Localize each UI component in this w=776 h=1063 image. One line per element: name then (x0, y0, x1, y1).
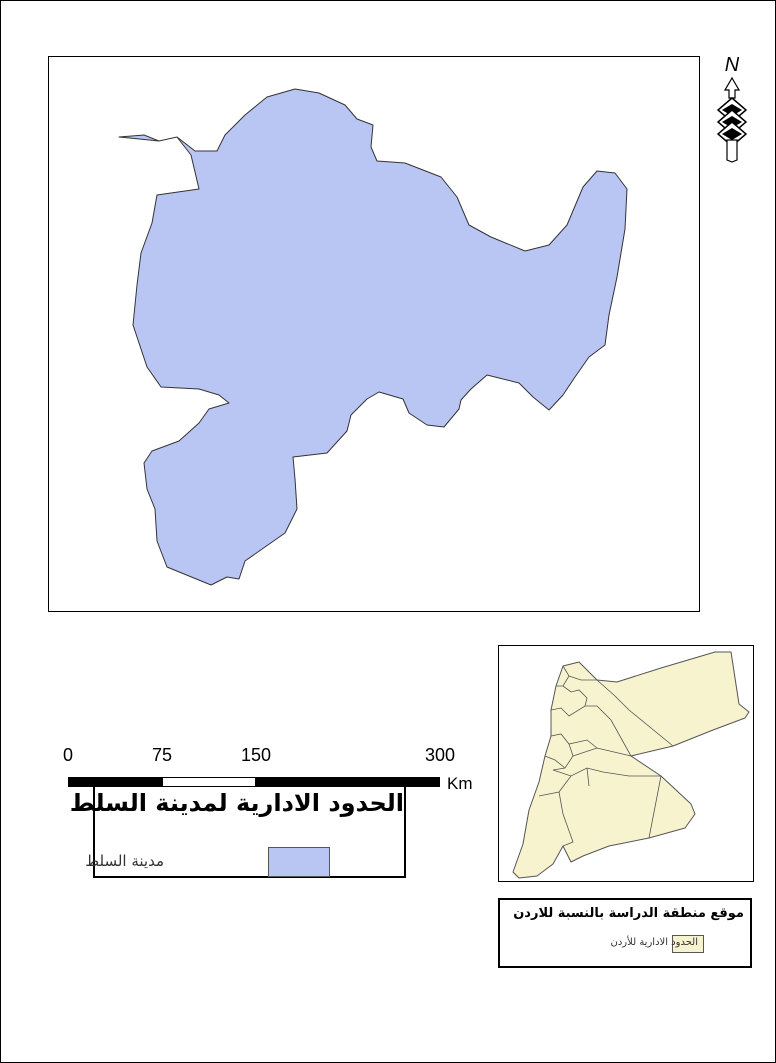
scale-segment-3 (256, 777, 440, 787)
inset-legend-swatch (672, 935, 704, 953)
scale-tick-0: 0 (62, 745, 74, 765)
jordan-outline-polygon[interactable] (512, 651, 750, 879)
governorate-boundaries (538, 665, 674, 847)
scale-tick-150: 150 (240, 745, 272, 765)
north-label: N (724, 54, 740, 76)
scale-segment-2 (162, 777, 256, 787)
north-arrow-icon (716, 76, 748, 163)
main-map-frame (48, 56, 700, 612)
salt-region-polygon[interactable] (118, 88, 628, 586)
inset-map-svg (512, 651, 750, 879)
inset-legend: موقع منطقة الدراسة بالنسبة للاردن الحدود… (498, 898, 752, 968)
main-legend-swatch (268, 847, 330, 877)
main-legend-title: الحدود الادارية لمدينة السلط (69, 789, 404, 817)
inset-legend-title: موقع منطقة الدراسة بالنسبة للاردن (513, 906, 744, 921)
scale-segment-1 (68, 777, 162, 787)
main-map-svg (118, 88, 628, 586)
scale-unit: Km (447, 774, 473, 793)
scale-tick-300: 300 (424, 745, 456, 765)
scale-tick-75: 75 (151, 745, 173, 765)
main-legend-item-label: مدينة السلط (85, 852, 164, 870)
main-legend: الحدود الادارية لمدينة السلط مدينة السلط (69, 777, 406, 878)
north-arrow: N (712, 54, 752, 166)
scale-bar: 0 75 150 300 Km (60, 745, 490, 815)
inset-map-frame (498, 645, 754, 882)
inset-legend-item-label: الحدود الادارية للأردن (610, 937, 699, 948)
